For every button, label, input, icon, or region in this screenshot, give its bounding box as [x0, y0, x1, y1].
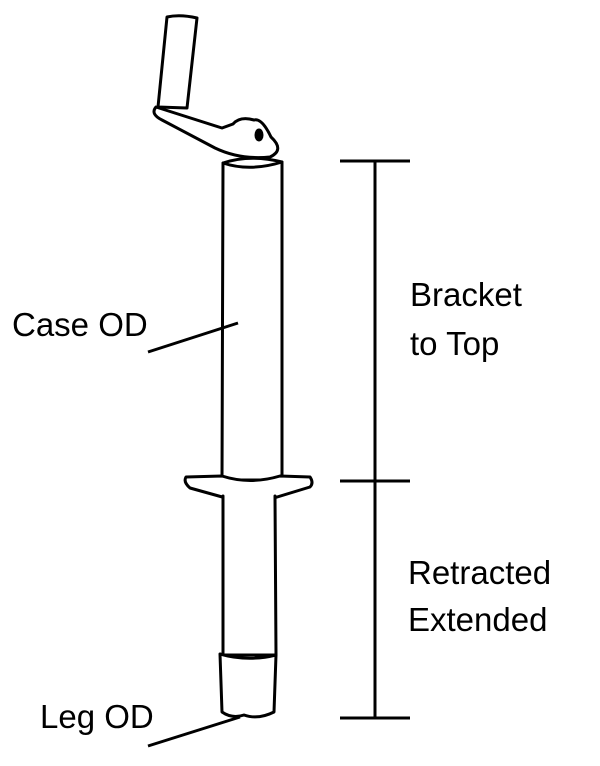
inner-leg — [221, 494, 278, 657]
case-od-label: Case OD — [12, 306, 148, 343]
foot — [218, 652, 278, 719]
pivot-hole — [254, 128, 264, 142]
crank-handle — [156, 14, 199, 110]
leg-od-label: Leg OD — [40, 698, 154, 735]
case-tube — [220, 156, 284, 482]
bracket-to-top-label-2: to Top — [410, 325, 500, 362]
case-od-leader — [147, 321, 239, 354]
retracted-label: Retracted — [408, 554, 552, 591]
bracket-to-top-label-1: Bracket — [410, 276, 522, 313]
extended-label: Extended — [408, 601, 548, 638]
leg-od-leader — [147, 715, 241, 748]
crank-arm — [152, 105, 280, 160]
mount-bracket — [183, 474, 314, 507]
